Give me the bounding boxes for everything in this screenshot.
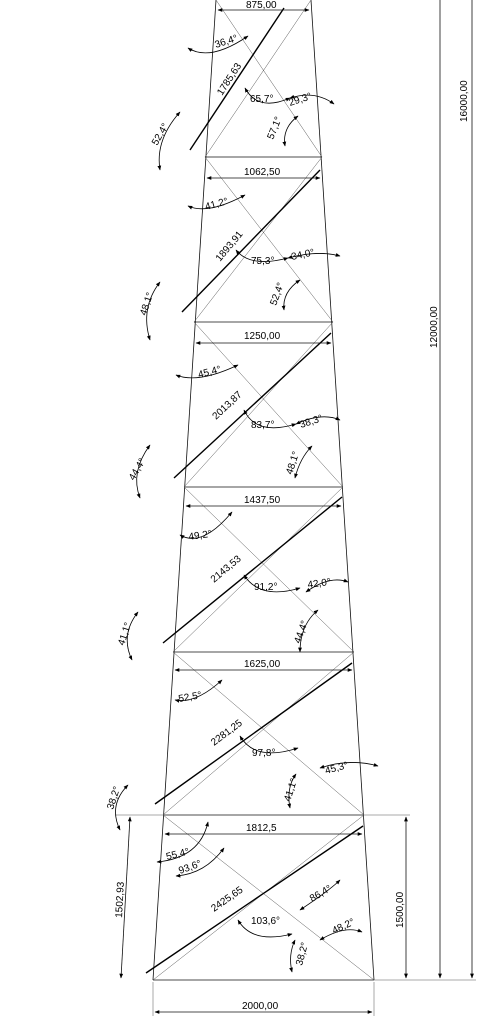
angle-label: 41,1°: [282, 777, 300, 803]
angle-label: 44,4°: [292, 619, 310, 645]
angle-label: 41,1°: [116, 621, 134, 647]
angle-label: 93,6°: [177, 858, 203, 876]
angle-label: 45,4°: [197, 364, 223, 381]
width-label: 1625,00: [244, 659, 281, 670]
width-label: 1062,50: [244, 167, 281, 178]
diagonal-label: 1785,63: [215, 61, 244, 98]
angle-label: 52,5°: [178, 690, 203, 705]
angle-label: 97,8°: [252, 748, 275, 759]
angle-label: 29,3°: [288, 91, 314, 109]
angle-label: 44,4°: [127, 457, 148, 483]
width-labels: 875,00 1062,50 1250,00 1437,50 1625,00 1…: [242, 0, 281, 1012]
angle-labels: 36,4° 65,7° 29,3° 57,1° 52,4° 41,2° 75,3…: [105, 33, 356, 967]
width-label: 1437,50: [244, 495, 281, 506]
upper-height-label: 12000,00: [429, 306, 440, 348]
base-vertical-label: 1500,00: [395, 891, 406, 928]
angle-label: 55,4°: [165, 847, 190, 863]
diagonal-labels: 1785,63 1893,91 2013,87 2143,53 2281,25 …: [209, 61, 246, 914]
width-label: 1812,5: [246, 823, 277, 834]
tower-legs: [152, 0, 375, 981]
angle-label: 86,4°: [308, 883, 334, 904]
angle-label: 83,7°: [251, 420, 274, 431]
angle-label: 91,2°: [254, 582, 277, 593]
angle-label: 34,0°: [290, 247, 315, 263]
total-height-label: 16000,00: [459, 80, 470, 122]
angle-label: 65,7°: [250, 94, 273, 105]
angle-label: 38,2°: [105, 785, 123, 811]
angle-label: 57,1°: [266, 115, 285, 141]
width-label: 875,00: [246, 0, 277, 11]
angle-label: 48,1°: [284, 450, 302, 476]
angle-label: 45,3°: [324, 760, 350, 777]
angle-label: 103,6°: [251, 916, 280, 927]
angle-label: 52,4°: [150, 122, 171, 148]
angle-arcs: [115, 35, 379, 973]
angle-label: 38,3°: [299, 413, 325, 431]
width-label: 2000,00: [242, 1001, 279, 1012]
angle-label: 48,2°: [331, 917, 357, 937]
angle-label: 38,2°: [294, 941, 311, 967]
angle-label: 75,3°: [251, 256, 274, 267]
angle-label: 42,0°: [307, 577, 332, 591]
width-label: 1250,00: [244, 331, 281, 342]
height-labels: 16000,00 12000,00 1500,00 1502,93: [114, 80, 470, 928]
angle-label: 49,2°: [188, 529, 213, 543]
angle-label: 48,1°: [138, 291, 156, 317]
base-slant-label: 1502,93: [114, 881, 127, 918]
diagonal-dimension-lines: [145, 7, 364, 974]
width-dimension-lines: [152, 8, 375, 1016]
diagonal-label: 1893,91: [214, 229, 246, 264]
angle-label: 41,2°: [204, 196, 230, 213]
height-dimension-lines: [115, 0, 476, 981]
panel-horizontals: [153, 156, 374, 981]
